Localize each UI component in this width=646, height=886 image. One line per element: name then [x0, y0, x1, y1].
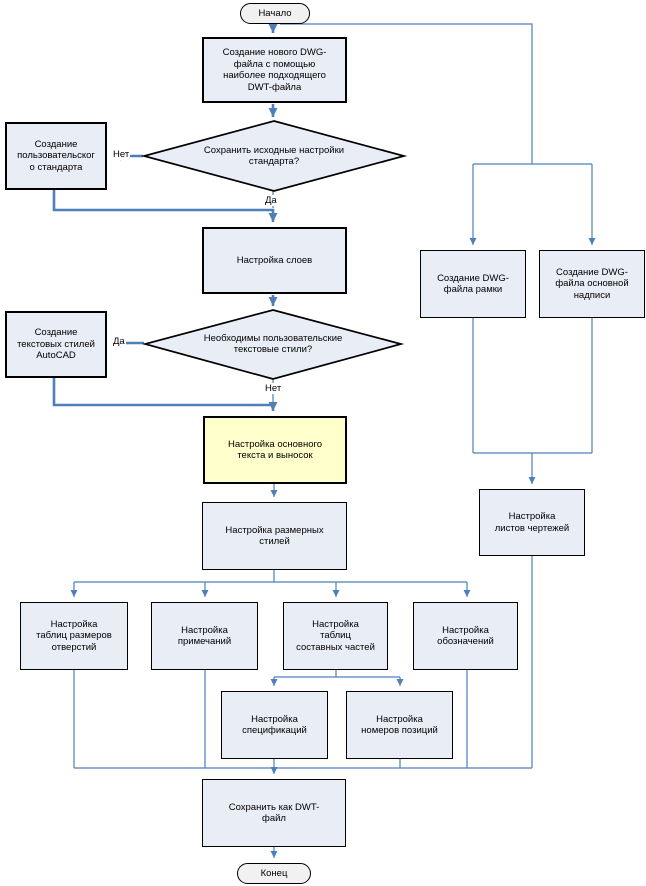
- node-layers: Настройка слоев: [202, 227, 347, 294]
- node-specifications: Настройка спецификаций: [221, 691, 328, 759]
- node-custom-standard: Создание пользовательског о стандарта: [5, 122, 107, 190]
- decision-diamond-keep-standard: [140, 120, 408, 192]
- node-symbols: Настройка обозначений: [413, 602, 518, 670]
- branch-label-yes-1: Да: [264, 195, 278, 206]
- node-dwg-title-block: Создание DWG- файла основной надписи: [539, 250, 645, 318]
- node-hole-tables: Настройка таблиц размеров отверстий: [20, 602, 128, 670]
- node-dwg-frame: Создание DWG- файла рамки: [420, 250, 526, 318]
- branch-label-no-1: Нет: [112, 149, 131, 160]
- decision-text-styles-text: Необходимы пользовательские текстовые ст…: [203, 332, 343, 356]
- decision-shapes: [140, 120, 408, 380]
- node-item-numbers: Настройка номеров позиций: [346, 691, 453, 759]
- node-create-dwg: Создание нового DWG- файла с помощью наи…: [202, 37, 347, 103]
- decision-keep-standard-text: Сохранить исходные настройки стандарта?: [203, 144, 345, 168]
- thin-connectors: [70, 23, 596, 858]
- start-terminator: Начало: [240, 3, 310, 24]
- node-sheet-setup: Настройка листов чертежей: [479, 489, 585, 556]
- node-notes: Настройка примечаний: [151, 602, 258, 670]
- node-create-text-styles: Создание текстовых стилей AutoCAD: [5, 311, 107, 378]
- node-dimension-styles: Настройка размерных стилей: [202, 502, 347, 570]
- node-main-text-highlighted: Настройка основного текста и выносок: [203, 416, 347, 484]
- end-terminator: Конец: [237, 863, 311, 884]
- branch-label-yes-2: Да: [112, 336, 126, 347]
- node-parts-tables: Настройка таблиц составных частей: [283, 602, 388, 670]
- decision-diamond-text-styles: [141, 309, 405, 380]
- node-save-dwt: Сохранить как DWT- файл: [202, 779, 346, 847]
- branch-label-no-2: Нет: [264, 383, 283, 394]
